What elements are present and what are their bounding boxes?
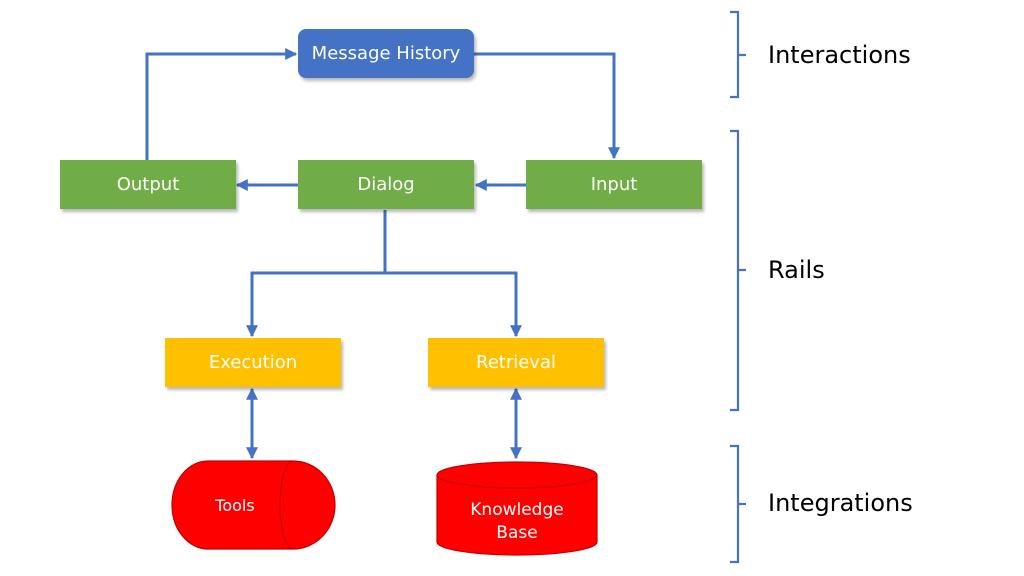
dialog-node: Dialog — [298, 160, 474, 209]
arrow-output-to-history — [145, 48, 298, 160]
arrow-history-to-input — [474, 52, 620, 160]
execution-node: Execution — [165, 338, 341, 387]
tools-label: Tools — [215, 495, 255, 515]
message-history-node: Message History — [298, 29, 474, 78]
tools-cylinder — [171, 460, 336, 550]
rails-label: Rails — [768, 256, 825, 284]
knowledge-base-label: Knowledge Base — [470, 500, 564, 543]
interactions-brace — [730, 10, 746, 99]
rails-brace — [730, 129, 746, 412]
arrow-dialog-to-execution — [246, 210, 387, 338]
integrations-label: Integrations — [768, 489, 913, 517]
knowledge-base-cylinder — [436, 461, 598, 556]
output-node: Output — [60, 160, 236, 209]
retrieval-node: Retrieval — [428, 338, 604, 387]
integrations-brace — [730, 444, 746, 564]
interactions-label: Interactions — [768, 41, 911, 69]
arrow-dialog-to-retrieval — [385, 271, 522, 338]
input-node: Input — [526, 160, 702, 209]
